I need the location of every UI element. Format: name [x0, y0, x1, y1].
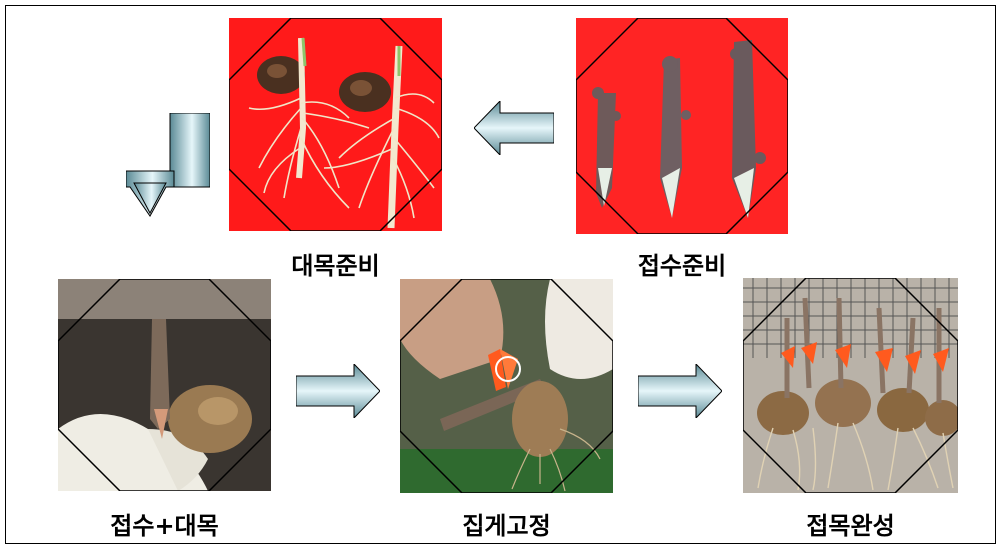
clip-fix-photo — [400, 279, 613, 493]
scion-prep-photo — [576, 18, 788, 234]
rootstock-prep-label: 대목준비 — [229, 246, 442, 281]
diagram-frame: 대목준비 접수준비 접수+대목 집게고정 접목완성 — [5, 5, 996, 544]
scion-plus-rootstock-photo — [58, 279, 271, 491]
right-arrow-icon — [296, 364, 380, 418]
right-arrow-icon — [638, 364, 722, 418]
clip-fix-label: 집게고정 — [400, 506, 613, 541]
scion-prep-label: 접수준비 — [576, 246, 788, 281]
grafting-complete-label: 접목완성 — [743, 506, 958, 541]
grafting-complete-photo — [743, 278, 958, 493]
left-arrow-icon — [474, 101, 554, 155]
elbow-down-arrow-icon — [126, 113, 210, 217]
scion-plus-rootstock-label: 접수+대목 — [58, 506, 271, 541]
rootstock-prep-photo — [229, 18, 442, 231]
